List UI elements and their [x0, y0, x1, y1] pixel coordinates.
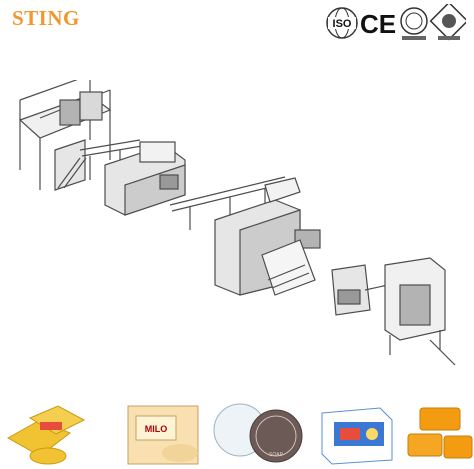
soap-label: SOAP: [269, 452, 284, 458]
ce-label: CE: [360, 9, 396, 39]
iso-label: ISO: [333, 18, 352, 30]
bureau-veritas-icon: [429, 4, 466, 41]
product-samples-strip: MILO SOAP: [6, 403, 473, 465]
sgs-icon: [400, 7, 428, 40]
product-laundry-soap-box: [321, 407, 393, 465]
product-round-soap-tablets: SOAP: [213, 403, 303, 463]
brand-logo-text: STING: [12, 6, 80, 30]
mixer-platform: [18, 80, 112, 191]
ce-icon: CE: [360, 9, 396, 39]
product-orange-soap-bars: [407, 407, 473, 459]
milo-label: MILO: [145, 424, 168, 434]
cutter-machine: [331, 264, 389, 316]
certification-badges: ISO CE: [326, 4, 466, 41]
refiner-machine: [104, 141, 186, 216]
soap-production-line-illustration: [18, 80, 456, 366]
plodder-machine: [214, 177, 321, 296]
product-milo-soap-pack: MILO: [127, 405, 199, 465]
stamping-machine: [384, 257, 456, 366]
product-yellow-soap-bars: [6, 405, 86, 465]
iso-icon: ISO: [326, 7, 358, 39]
